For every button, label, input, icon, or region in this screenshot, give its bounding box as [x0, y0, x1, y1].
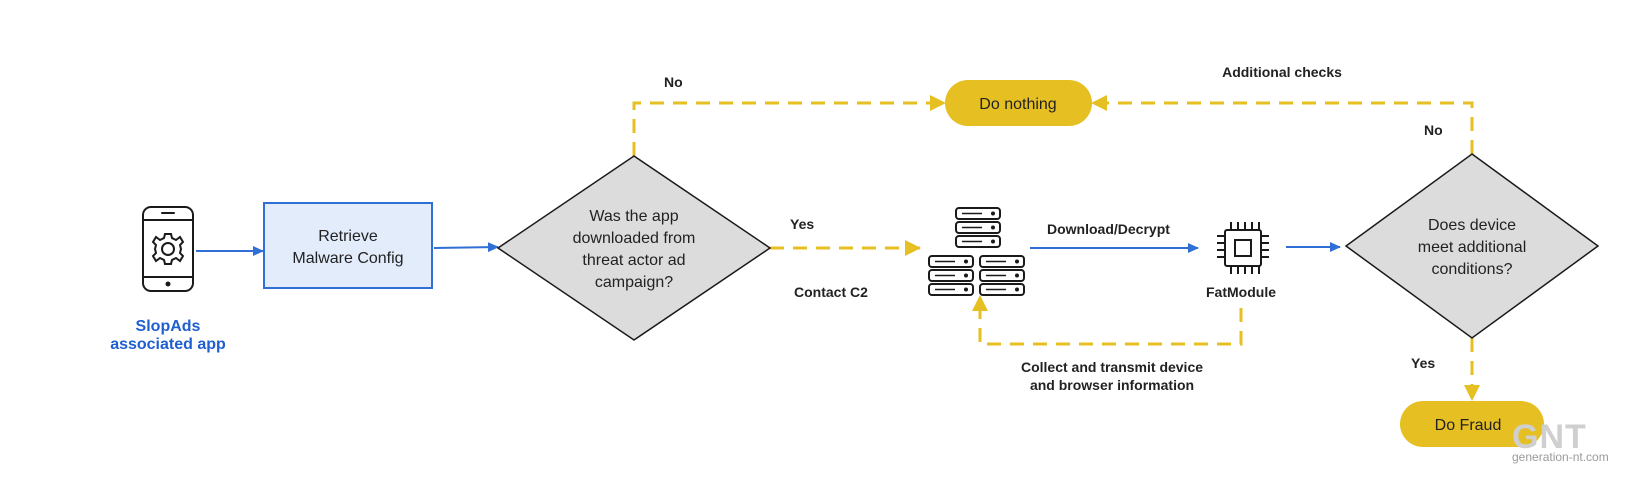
decision2-line2: meet additional: [1418, 239, 1527, 256]
cpu-chip-icon: [1217, 222, 1269, 274]
edge-d1-no: [632, 95, 946, 156]
fatmodule-label: FatModule: [1206, 284, 1276, 300]
edge-d2-no: [1091, 95, 1474, 154]
label-d2-no: No: [1424, 122, 1443, 138]
decision2-line1: Does device: [1428, 217, 1516, 234]
smartphone-gear-icon: [142, 206, 194, 292]
retrieve-box-line1: Retrieve: [318, 228, 378, 245]
app-label-line2: associated app: [110, 336, 226, 353]
decision1-line3: threat actor ad: [582, 252, 685, 269]
decision-campaign-diamond: [496, 155, 772, 341]
label-d1-yes: Yes: [790, 216, 814, 232]
label-additional-checks: Additional checks: [1222, 64, 1342, 80]
do-fraud-pill: [1400, 401, 1544, 447]
edge-fatmodule-collect: [972, 295, 1243, 346]
app-label-line1: SlopAds: [136, 318, 201, 335]
decision1-line2: downloaded from: [573, 230, 696, 247]
watermark-site: generation-nt.com: [1512, 450, 1609, 464]
server-slot-lines: [935, 212, 1006, 291]
decision1-line1: Was the app: [589, 208, 678, 225]
label-d2-yes: Yes: [1411, 355, 1435, 371]
label-contact-c2: Contact C2: [794, 284, 868, 300]
label-download-decrypt: Download/Decrypt: [1047, 221, 1170, 237]
decision1-line4: campaign?: [595, 274, 673, 291]
retrieve-config-box: [263, 202, 433, 289]
edge-retrieve-to-decision1: [433, 242, 499, 253]
server-stack-icon: [928, 207, 1025, 296]
label-collect-line2: and browser information: [1030, 377, 1194, 393]
watermark-logo: GNT: [1512, 418, 1587, 456]
retrieve-box-line2: Malware Config: [292, 250, 403, 267]
do-nothing-pill: [945, 80, 1092, 126]
label-d1-no: No: [664, 74, 683, 90]
do-nothing-label: Do nothing: [979, 96, 1056, 113]
decision-conditions-diamond: [1344, 153, 1600, 339]
label-collect-line1: Collect and transmit device: [1021, 359, 1203, 375]
server-led-dots: [964, 211, 1019, 292]
do-fraud-label: Do Fraud: [1435, 417, 1502, 434]
decision2-line3: conditions?: [1432, 261, 1513, 278]
